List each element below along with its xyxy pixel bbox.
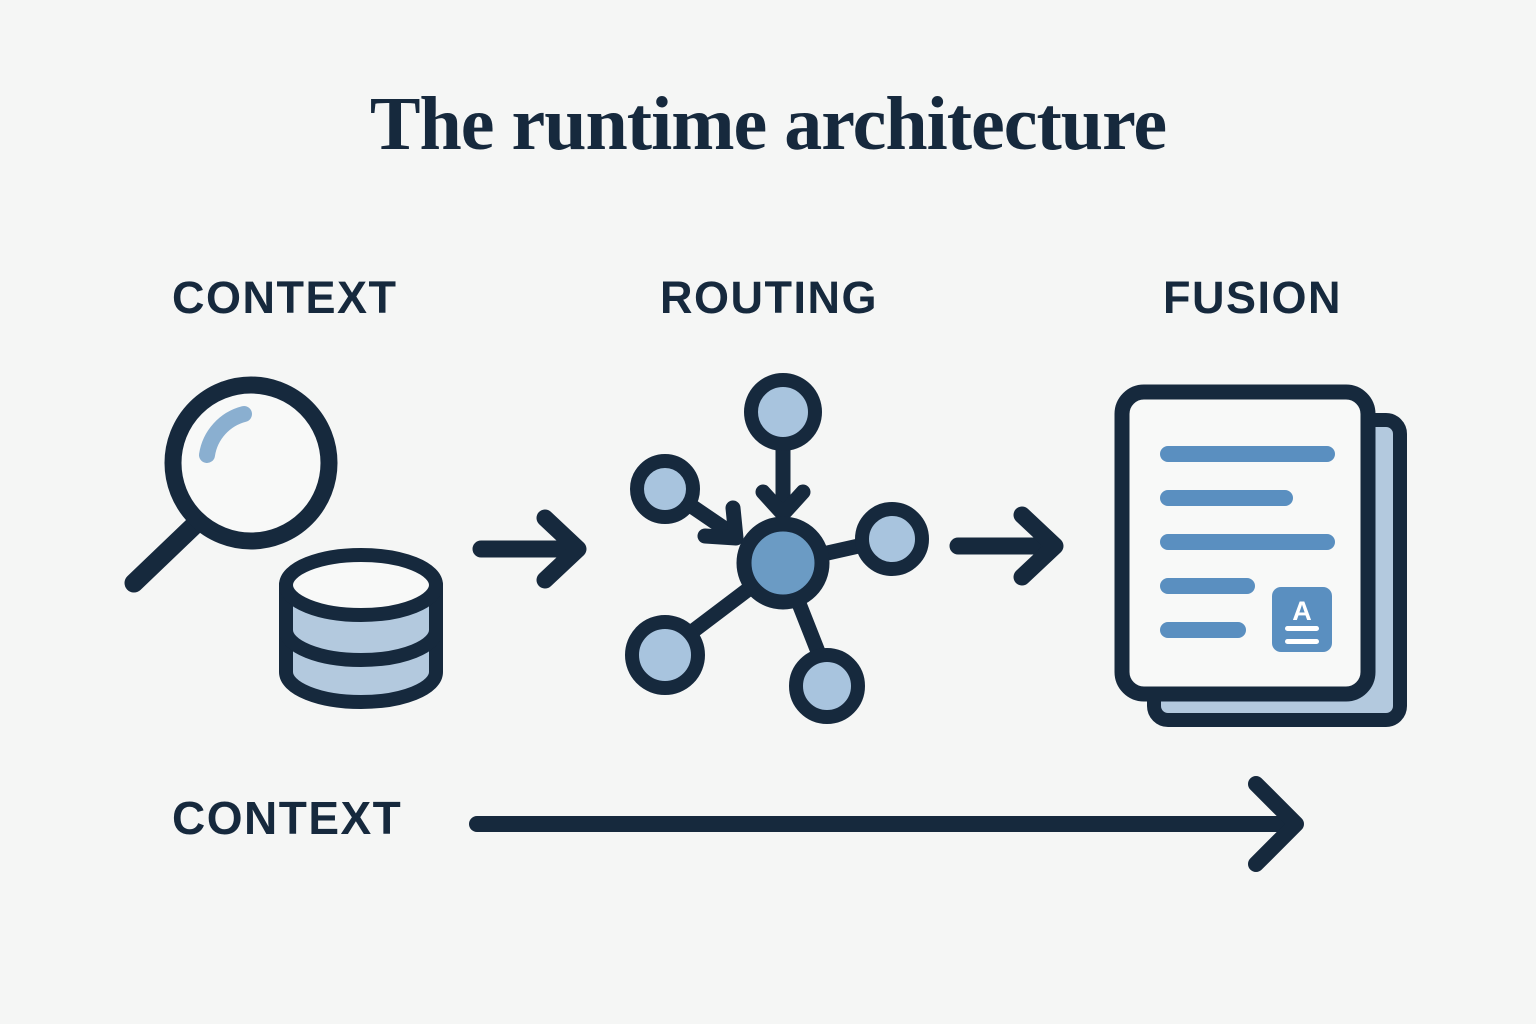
node-top[interactable]: [744, 373, 822, 451]
arrow-head: [1013, 506, 1064, 586]
badge-letter: A: [1292, 596, 1312, 626]
node-lower-left[interactable]: [625, 615, 705, 695]
badge-rule: [1285, 639, 1319, 644]
edge-arrow-head: [697, 500, 744, 546]
node-upper-left[interactable]: [630, 454, 700, 524]
magnifier-database-icon[interactable]: [124, 376, 443, 709]
document-text-line: [1160, 446, 1335, 462]
database-top: [279, 548, 443, 622]
document-text-line: [1160, 490, 1293, 506]
node-lower-right[interactable]: [789, 648, 865, 724]
magnifier-lens: [164, 376, 338, 550]
document-letter-badge[interactable]: A: [1272, 587, 1332, 652]
stacked-document-icon[interactable]: A: [1114, 384, 1407, 727]
arrow-head: [536, 509, 587, 589]
flow-arrow-head: [1248, 776, 1304, 872]
hub-node[interactable]: [736, 516, 830, 610]
node-right[interactable]: [855, 502, 929, 576]
badge-rule: [1285, 626, 1319, 631]
arrow-routing-to-fusion[interactable]: [949, 506, 1064, 586]
stage-label-fusion: FUSION: [1163, 272, 1343, 323]
stage-label-routing: ROUTING: [660, 272, 878, 323]
edge-node-top-to-hub: [755, 435, 811, 522]
magnifier-handle: [124, 506, 214, 593]
long-right-arrow[interactable]: [469, 776, 1304, 872]
badge-background: [1272, 587, 1332, 652]
magnifier-highlight-icon: [199, 406, 252, 463]
flow-label-context: CONTEXT: [172, 792, 403, 844]
document-text-line: [1160, 622, 1246, 638]
stage-label-context: CONTEXT: [172, 272, 398, 323]
node-graph-icon[interactable]: [625, 373, 929, 724]
database-cylinder-icon: [279, 548, 443, 709]
arrow-context-to-routing[interactable]: [472, 509, 587, 589]
database-band-divider: [279, 629, 443, 667]
edge-arrow-head: [755, 484, 811, 522]
document-text-line: [1160, 534, 1335, 550]
document-text-line: [1160, 578, 1255, 594]
page-title: The runtime architecture: [369, 82, 1167, 166]
